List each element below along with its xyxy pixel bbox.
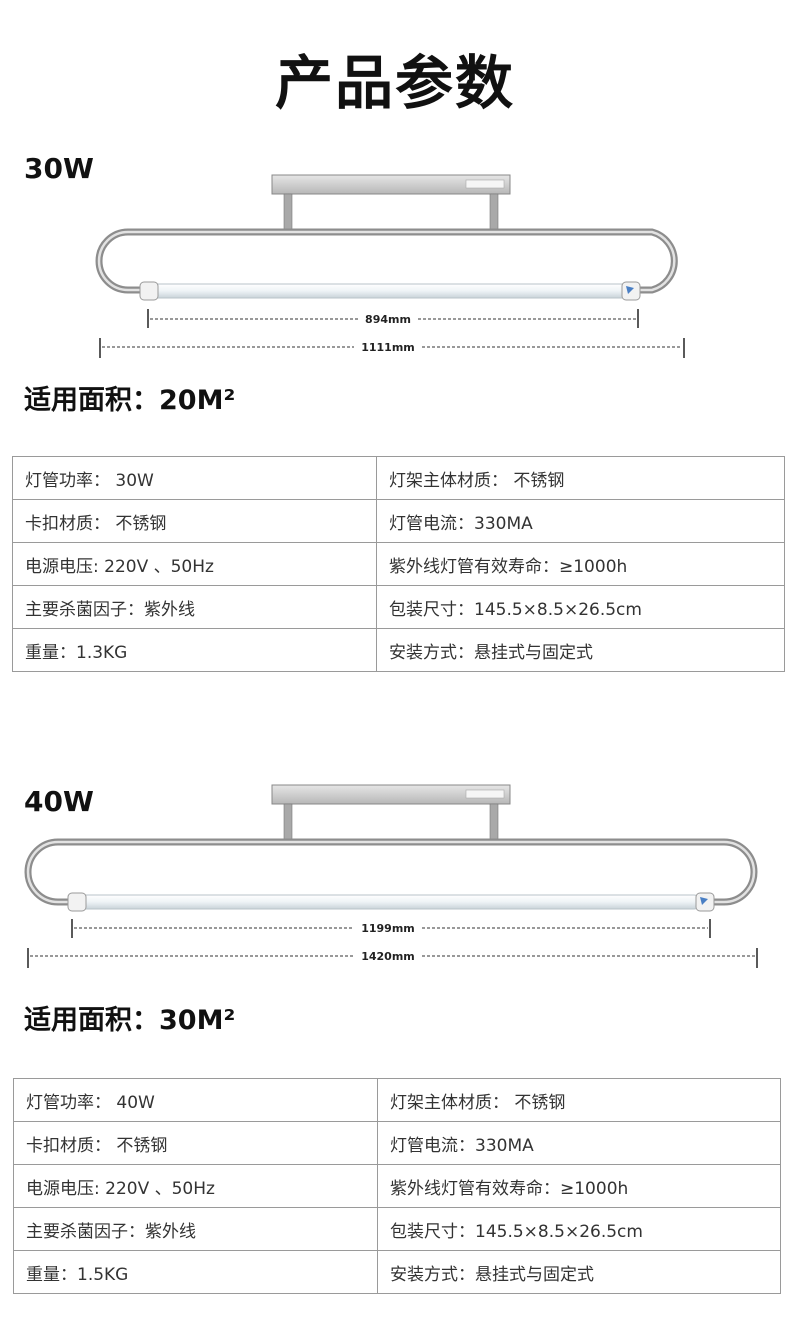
spec-cell: 灯管功率： 40W — [13, 1078, 378, 1122]
page-title: 产品参数 — [274, 49, 515, 117]
control-box — [271, 174, 511, 195]
spec-cell: 重量：1.5KG — [13, 1250, 378, 1294]
spec-table-40w: 灯管功率： 40W 灯架主体材质： 不锈钢 卡扣材质： 不锈钢 灯管电流：330… — [13, 1078, 781, 1294]
spec-cell: 安装方式：悬挂式与固定式 — [377, 1250, 781, 1294]
table-row: 主要杀菌因子：紫外线 包装尺寸：145.5×8.5×26.5cm — [12, 585, 785, 629]
spec-cell: 重量：1.3KG — [12, 628, 377, 672]
table-row: 重量：1.3KG 安装方式：悬挂式与固定式 — [12, 628, 785, 672]
steel-rail — [24, 838, 758, 906]
table-row: 灯管功率： 30W 灯架主体材质： 不锈钢 — [12, 456, 785, 500]
spec-cell: 灯管电流：330MA — [377, 1121, 781, 1165]
spec-cell: 包装尺寸：145.5×8.5×26.5cm — [377, 1207, 781, 1251]
table-row: 重量：1.5KG 安装方式：悬挂式与固定式 — [13, 1250, 781, 1294]
spec-cell: 包装尺寸：145.5×8.5×26.5cm — [376, 585, 785, 629]
table-row: 电源电压: 220V 、50Hz 紫外线灯管有效寿命：≥1000h — [13, 1164, 781, 1208]
spec-cell: 安装方式：悬挂式与固定式 — [376, 628, 785, 672]
spec-cell: 灯架主体材质： 不锈钢 — [376, 456, 785, 500]
table-row: 卡扣材质： 不锈钢 灯管电流：330MA — [12, 499, 785, 543]
uv-tube — [149, 283, 629, 299]
spec-table-30w: 灯管功率： 30W 灯架主体材质： 不锈钢 卡扣材质： 不锈钢 灯管电流：330… — [12, 456, 785, 672]
spec-cell: 紫外线灯管有效寿命：≥1000h — [377, 1164, 781, 1208]
spec-cell: 主要杀菌因子：紫外线 — [12, 585, 377, 629]
spec-cell: 灯管功率： 30W — [12, 456, 377, 500]
spec-cell: 灯架主体材质： 不锈钢 — [377, 1078, 781, 1122]
area-title-30w: 适用面积：20M² — [24, 385, 236, 416]
spec-cell: 电源电压: 220V 、50Hz — [12, 542, 377, 586]
steel-rail — [95, 228, 678, 294]
control-box — [271, 784, 511, 805]
area-title-40w: 适用面积：30M² — [24, 1005, 236, 1036]
lamp-fixture-30w-image: 894mm 1111mm — [0, 170, 790, 370]
lamp-fixture-40w-drawing — [24, 784, 758, 968]
model-label-40w: 40W — [24, 785, 94, 818]
model-label-30w: 30W — [24, 152, 94, 185]
spec-cell: 卡扣材质： 不锈钢 — [12, 499, 377, 543]
table-row: 主要杀菌因子：紫外线 包装尺寸：145.5×8.5×26.5cm — [13, 1207, 781, 1251]
lamp-fixture-30w-drawing — [95, 174, 685, 358]
spec-cell: 主要杀菌因子：紫外线 — [13, 1207, 378, 1251]
spec-cell: 电源电压: 220V 、50Hz — [13, 1164, 378, 1208]
table-row: 卡扣材质： 不锈钢 灯管电流：330MA — [13, 1121, 781, 1165]
uv-tube — [79, 894, 701, 910]
spec-cell: 紫外线灯管有效寿命：≥1000h — [376, 542, 785, 586]
spec-cell: 卡扣材质： 不锈钢 — [13, 1121, 378, 1165]
spec-cell: 灯管电流：330MA — [376, 499, 785, 543]
lamp-fixture-40w-image: 1199mm 1420mm — [0, 780, 790, 980]
table-row: 电源电压: 220V 、50Hz 紫外线灯管有效寿命：≥1000h — [12, 542, 785, 586]
table-row: 灯管功率： 40W 灯架主体材质： 不锈钢 — [13, 1078, 781, 1122]
